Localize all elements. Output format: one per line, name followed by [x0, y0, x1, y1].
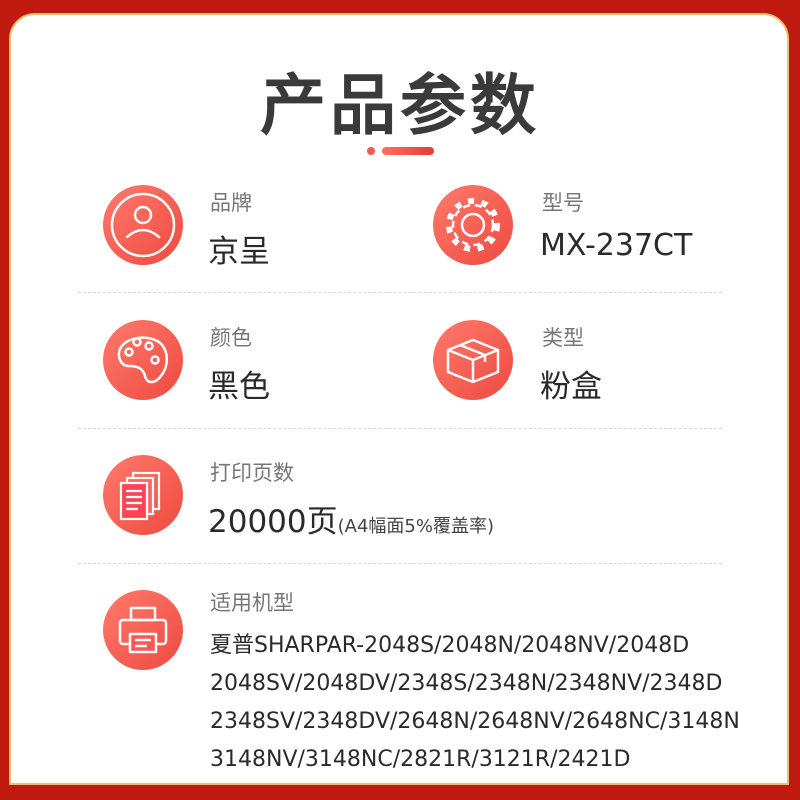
- brand-value: 京呈: [208, 234, 270, 270]
- page-title: 产品参数: [260, 67, 540, 144]
- title-decoration-bar: [382, 147, 434, 155]
- pages-note: (A4幅面5%覆盖率): [337, 516, 494, 537]
- pages-value: 20000页: [208, 504, 338, 540]
- gear-icon: [433, 185, 513, 265]
- model-line: 3148NV/3148NC/2821R/3121R/2421D: [210, 747, 631, 772]
- divider: [78, 563, 722, 564]
- model-value: MX-237CT: [540, 228, 693, 263]
- type-label: 类型: [542, 326, 584, 350]
- divider: [78, 428, 722, 429]
- box-icon: [433, 320, 513, 400]
- title-decoration-dot: [367, 147, 375, 155]
- model-line: 夏普SHARPAR-2048S/2048N/2048NV/2048D: [210, 633, 690, 658]
- color-label: 颜色: [210, 326, 252, 350]
- divider: [78, 292, 722, 293]
- model-line: 2348SV/2348DV/2648N/2648NV/2648NC/3148N: [210, 709, 740, 734]
- pages-label: 打印页数: [210, 461, 294, 485]
- brand-label: 品牌: [210, 191, 252, 215]
- user-icon: [103, 185, 183, 265]
- compat-label: 适用机型: [210, 591, 294, 615]
- model-line: 2048SV/2048DV/2348S/2348N/2348NV/2348D: [210, 671, 723, 696]
- type-value: 粉盒: [540, 369, 602, 405]
- model-label: 型号: [542, 191, 584, 215]
- pages-value-line: 20000页(A4幅面5%覆盖率): [208, 496, 494, 541]
- printer-icon: [103, 590, 183, 670]
- color-value: 黑色: [208, 369, 270, 405]
- compatible-models: 夏普SHARPAR-2048S/2048N/2048NV/2048D 2048S…: [210, 627, 740, 779]
- palette-icon: [103, 320, 183, 400]
- pages-icon: [103, 455, 183, 535]
